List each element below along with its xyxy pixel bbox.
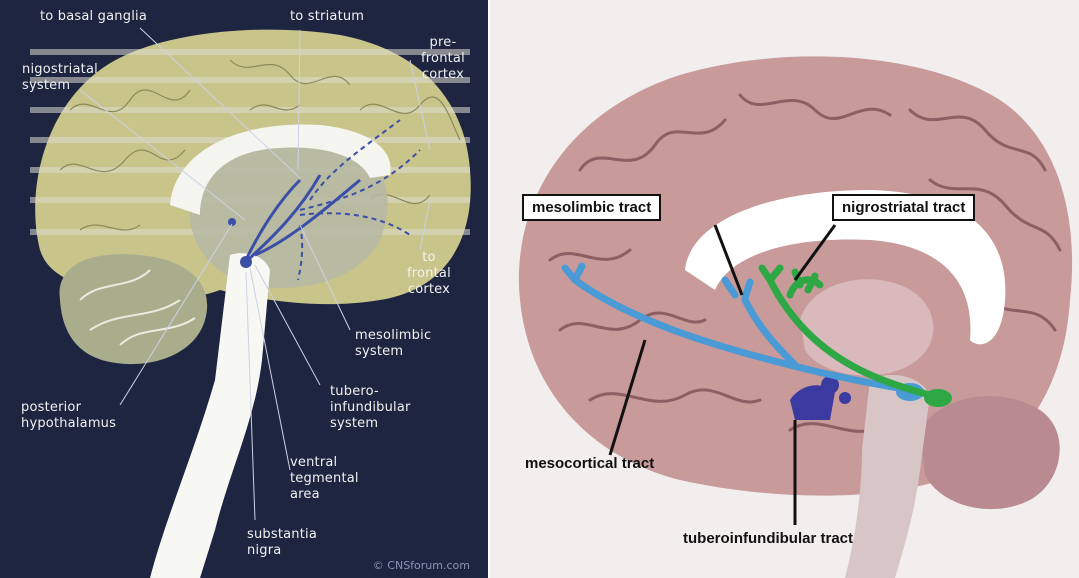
ventral-tegmental-node (240, 256, 252, 268)
right-diagram-panel: mesolimbic tract nigrostriatal tract mes… (490, 0, 1079, 578)
label-nigrostriatal-tract: nigrostriatal tract (832, 194, 975, 221)
label-mesocortical-tract: mesocortical tract (525, 455, 654, 472)
thalamus (800, 279, 933, 375)
label-to-basal-ganglia: to basal ganglia (40, 9, 147, 25)
label-to-striatum: to striatum (290, 9, 364, 25)
right-brain-illustration (490, 0, 1079, 578)
label-mesolimbic-tract: mesolimbic tract (522, 194, 661, 221)
cerebellum (920, 396, 1060, 509)
label-prefrontal-cortex: pre- frontal cortex (421, 35, 465, 83)
label-to-frontal-cortex: to frontal cortex (407, 250, 451, 298)
label-posterior-hypothalamus: posterior hypothalamus (21, 400, 116, 432)
label-mesolimbic-system: mesolimbic system (355, 328, 431, 360)
left-diagram-panel: to basal ganglia to striatum pre- fronta… (0, 0, 488, 578)
label-tuberoinfundibular-system: tubero- infundibular system (330, 384, 411, 432)
label-substantia-nigra: substantia nigra (247, 527, 317, 559)
label-ventral-tegmental-area: ventral tegmental area (290, 455, 359, 503)
copyright-mark: © CNSforum.com (373, 559, 470, 572)
label-tuberoinfundibular-tract: tuberoinfundibular tract (683, 530, 853, 547)
label-nigostriatal-system: nigostriatal system (22, 62, 98, 94)
cerebellum (60, 254, 208, 364)
